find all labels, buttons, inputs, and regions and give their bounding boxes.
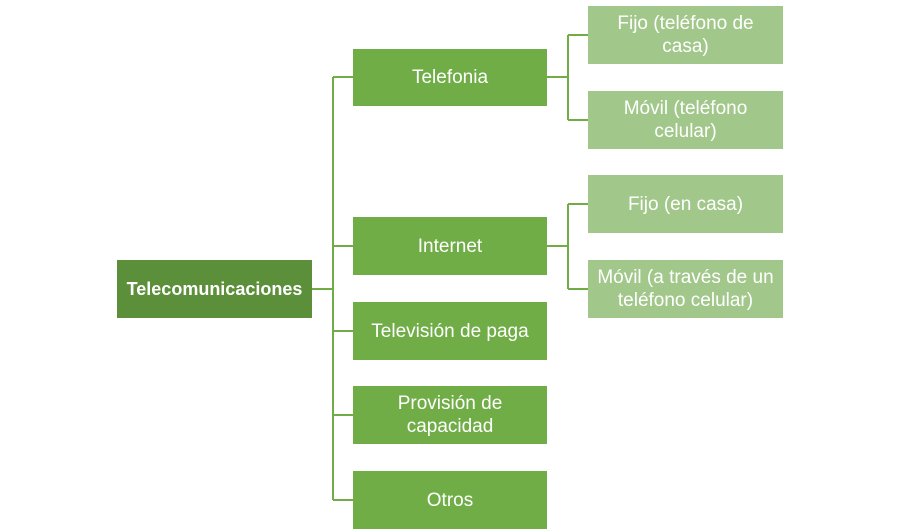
category-label-otros: Otros [426,489,474,511]
subcategory-label-telefonia-fijo: Fijo (teléfono de casa) [617,13,754,57]
subcategory-node-telefonia-fijo: Fijo (teléfono de casa) [588,6,783,64]
subcategory-label-telefonia-movil: Móvil (teléfono celular) [623,98,748,142]
category-node-provision-de-capacidad: Provisión de capacidad [353,386,547,444]
root-node-telecomunicaciones: Telecomunicaciones [117,260,312,318]
category-label-provision-de-capacidad: Provisión de capacidad [397,393,503,437]
subcategory-node-internet-fijo: Fijo (en casa) [588,175,783,233]
subcategory-label-internet-fijo: Fijo (en casa) [627,193,744,215]
subcategory-node-telefonia-movil: Móvil (teléfono celular) [588,91,783,149]
category-label-internet: Internet [417,235,483,257]
category-node-internet: Internet [353,217,547,275]
subcategory-node-internet-movil: Móvil (a través de un teléfono celular) [588,260,783,318]
category-node-otros: Otros [353,471,547,529]
category-label-telefonia: Telefonia [411,67,489,88]
category-label-television-de-paga: Televisión de paga [371,320,529,342]
category-node-telefonia: Telefonia [353,49,547,106]
root-node-label: Telecomunicaciones [126,278,303,299]
category-node-television-de-paga: Televisión de paga [353,302,547,360]
subcategory-label-internet-movil: Móvil (a través de un teléfono celular) [597,267,774,311]
